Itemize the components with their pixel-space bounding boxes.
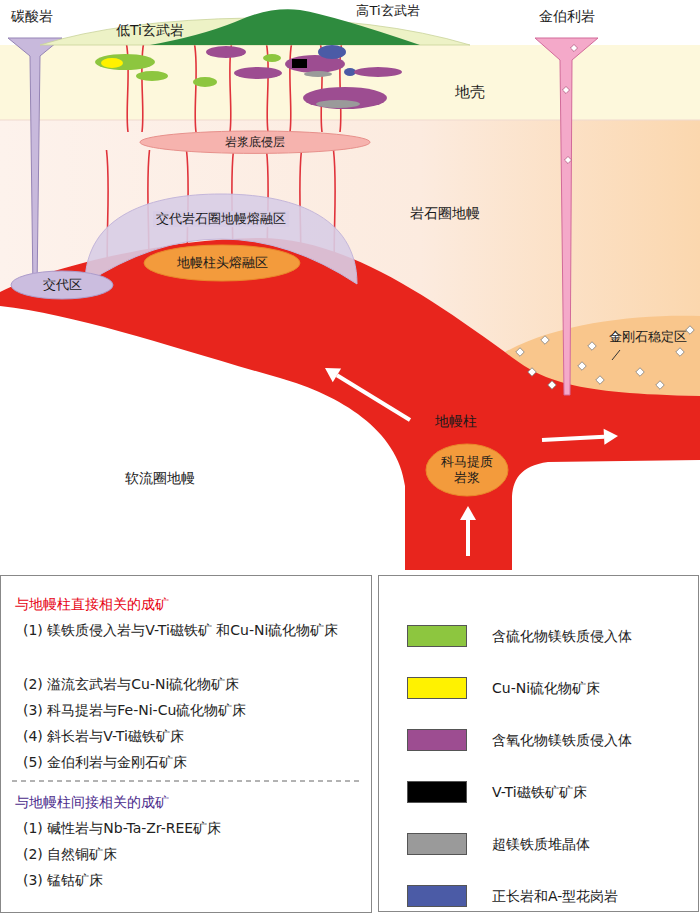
list-item: (5) 金伯利岩与金刚石矿床	[23, 754, 187, 771]
zone-label: 交代岩石圈地幔熔融区	[153, 211, 289, 227]
list-item: (1) 镁铁质侵入岩与V-Ti磁铁矿 和Cu-Ni硫化物矿床	[23, 622, 338, 639]
diamond-crystal	[570, 44, 577, 51]
komatiite-magma: 科马提质岩浆	[425, 443, 509, 497]
legend-swatch	[407, 677, 467, 699]
kimberlite-pipe	[535, 38, 598, 395]
diamond-crystal	[588, 342, 596, 350]
legend-text: 含氧化物镁铁质侵入体	[492, 732, 632, 749]
list-item: (3) 锰钴矿床	[23, 872, 103, 889]
flow-arrowhead	[604, 429, 618, 445]
plume-head-melting-zone: 地幔柱头熔融区	[143, 244, 301, 282]
diamond-crystals	[516, 44, 694, 389]
flow-arrow	[542, 437, 604, 440]
legend-swatch	[407, 833, 467, 855]
diamond-crystal	[564, 156, 571, 163]
region-label: 低Ti玄武岩	[116, 22, 184, 39]
diamond-crystal	[596, 376, 604, 384]
region-label: 地幔柱	[435, 413, 477, 430]
syenite-granite	[318, 45, 346, 59]
metasomatic-zone: 交代区	[10, 270, 114, 300]
region-label: 岩石圈地幔	[410, 205, 480, 222]
ore-list-panel: 与地幔柱直接相关的成矿 (1) 镁铁质侵入岩与V-Ti磁铁矿 和Cu-Ni硫化物矿…	[0, 575, 372, 913]
region-label: 软流圈地幔	[125, 470, 195, 487]
diamond-crystal	[528, 368, 536, 376]
dike-line	[195, 44, 197, 132]
zone-outline	[85, 194, 357, 284]
zone-outline	[140, 131, 370, 153]
legend-text: 超镁铁质堆晶体	[492, 836, 590, 853]
ultramafic-cumulate	[316, 100, 360, 108]
diamond-crystal	[548, 381, 556, 389]
section-heading: 与地幔柱间接相关的成矿	[15, 794, 169, 811]
leader-line	[612, 350, 620, 360]
sulfide-intrusion	[193, 77, 217, 87]
diamond-crystal	[562, 86, 569, 93]
flow-arrowhead	[325, 368, 341, 382]
dike-line	[290, 44, 292, 132]
cu-ni-ore	[101, 58, 123, 68]
vti-ore	[292, 59, 307, 68]
diamond-crystal	[578, 362, 586, 370]
diamond-crystal	[686, 326, 694, 334]
sulfide-intrusion	[263, 54, 281, 62]
diamond-crystal	[656, 381, 664, 389]
zone-label: 岩浆底侵层	[225, 135, 285, 149]
diamond-crystal	[541, 336, 549, 344]
region-label: 高Ti玄武岩	[356, 3, 419, 19]
flow-arrowhead	[460, 506, 476, 520]
ultramafic-cumulate	[304, 71, 332, 77]
oxide-intrusion	[206, 46, 246, 58]
list-item: (4) 斜长岩与V-Ti磁铁矿床	[23, 728, 184, 745]
crust-layer	[0, 45, 700, 121]
legend-text: Cu-Ni硫化物矿床	[492, 680, 600, 697]
oxide-intrusion	[354, 67, 402, 77]
list-item: (1) 碱性岩与Nb-Ta-Zr-REE矿床	[23, 820, 221, 837]
sulfide-intrusion	[95, 54, 155, 70]
region-label: 金刚石稳定区	[609, 329, 687, 345]
mantle-plume	[0, 238, 700, 570]
divider-line	[12, 781, 360, 782]
legend-swatch	[407, 729, 467, 751]
legend-swatch	[407, 885, 467, 907]
list-item: (2) 溢流玄武岩与Cu-Ni硫化物矿床	[23, 676, 239, 693]
zone-outline	[144, 245, 300, 281]
intrusions	[95, 45, 402, 109]
flow-arrows	[325, 368, 618, 556]
diamond-crystal	[636, 368, 644, 376]
section-heading: 与地幔柱直接相关的成矿	[15, 596, 169, 613]
underplating-layer: 岩浆底侵层	[139, 130, 371, 154]
legend-text: 正长岩和A-型花岗岩	[492, 888, 618, 905]
region-label: 地壳	[455, 83, 485, 101]
oxide-intrusion	[303, 87, 387, 109]
zone-label: 科马提质岩浆	[440, 454, 493, 485]
flow-arrow	[466, 520, 470, 556]
flow-arrow	[337, 375, 410, 420]
oxide-intrusion	[234, 67, 282, 79]
sulfide-intrusion	[136, 71, 168, 81]
zone-outline	[426, 444, 508, 496]
diamond-crystal	[516, 348, 524, 356]
zone-outline	[11, 271, 113, 299]
moho-line	[0, 120, 700, 121]
list-item: (2) 自然铜矿床	[23, 846, 117, 863]
zone-label: 交代区	[43, 277, 82, 293]
carbonatite-pipe	[8, 38, 62, 290]
legend-text: V-Ti磁铁矿矿床	[492, 784, 587, 801]
list-item: (3) 科马提岩与Fe-Ni-Cu硫化物矿床	[23, 702, 246, 719]
region-label: 金伯利岩	[539, 8, 595, 25]
zone-label: 地幔柱头熔融区	[177, 255, 268, 271]
legend-swatch	[407, 781, 467, 803]
legend-frame	[379, 576, 699, 912]
legend-swatch	[407, 625, 467, 647]
diamond-crystal	[676, 348, 684, 356]
legend-text: 含硫化物镁铁质侵入体	[492, 628, 632, 645]
region-label: 碳酸岩	[11, 8, 53, 25]
